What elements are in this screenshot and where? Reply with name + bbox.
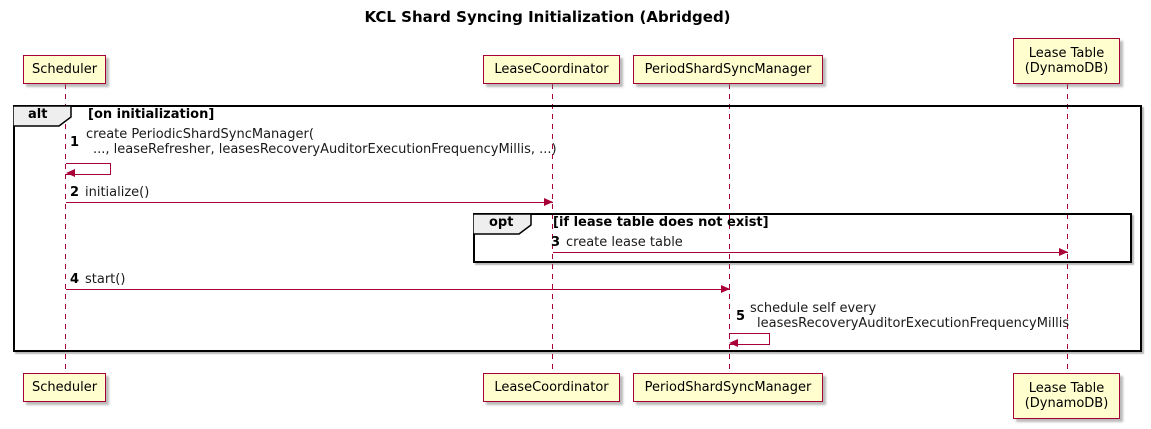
participant-box-lease-coordinator-bottom: LeaseCoordinator: [483, 373, 620, 402]
participant-box-lease-coordinator-top: LeaseCoordinator: [483, 55, 620, 84]
message-4-number: 4: [70, 272, 80, 287]
alt-guard-label: [on initialization]: [88, 107, 215, 122]
alt-frame-label-pentagon: [13, 105, 72, 127]
message-4-line: [66, 289, 730, 290]
participant-box-lease-table-bottom: Lease Table (DynamoDB): [1013, 373, 1120, 419]
participant-box-scheduler-top: Scheduler: [23, 55, 106, 84]
message-5-text-line2: leasesRecoveryAuditorExecutionFrequencyM…: [757, 316, 1070, 331]
message-2-number: 2: [70, 185, 80, 200]
message-1-self-loop: [66, 163, 111, 175]
message-2-arrowhead: [544, 198, 553, 206]
participant-box-period-shard-sync-manager-bottom: PeriodShardSyncManager: [633, 373, 823, 402]
opt-frame-label-pentagon: [473, 213, 532, 235]
opt-frame: [473, 213, 1132, 263]
message-3-line: [553, 252, 1068, 253]
message-5-self-loop: [729, 333, 770, 345]
lifeline-period-shard-sync-manager: [729, 84, 730, 373]
message-1-text-line2: ..., leaseRefresher, leasesRecoveryAudit…: [93, 142, 557, 157]
opt-operator-label: opt: [489, 215, 514, 230]
participant-box-scheduler-bottom: Scheduler: [23, 373, 106, 402]
diagram-title: KCL Shard Syncing Initialization (Abridg…: [364, 8, 731, 26]
lifeline-lease-coordinator: [552, 84, 553, 373]
message-4-arrowhead: [721, 285, 730, 293]
message-3-number: 3: [551, 235, 561, 250]
message-4-text: start(): [85, 272, 126, 287]
alt-operator-label: alt: [28, 107, 48, 122]
participant-box-lease-table-top: Lease Table (DynamoDB): [1013, 38, 1120, 84]
message-1-number: 1: [70, 135, 80, 150]
message-5-text-line1: schedule self every: [750, 301, 877, 316]
message-5-number: 5: [736, 309, 746, 324]
message-1-arrowhead: [66, 169, 75, 177]
alt-frame: [13, 105, 1142, 352]
lifeline-lease-table: [1067, 84, 1068, 373]
message-3-text: create lease table: [566, 235, 683, 250]
message-2-text: initialize(): [85, 185, 150, 200]
message-3-arrowhead: [1059, 248, 1068, 256]
lifeline-scheduler: [65, 84, 66, 373]
message-2-line: [66, 202, 553, 203]
message-1-text-line1: create PeriodicShardSyncManager(: [86, 127, 314, 142]
message-5-arrowhead: [729, 339, 738, 347]
participant-box-period-shard-sync-manager-top: PeriodShardSyncManager: [633, 55, 823, 84]
opt-guard-label: [if lease table does not exist]: [553, 215, 769, 230]
